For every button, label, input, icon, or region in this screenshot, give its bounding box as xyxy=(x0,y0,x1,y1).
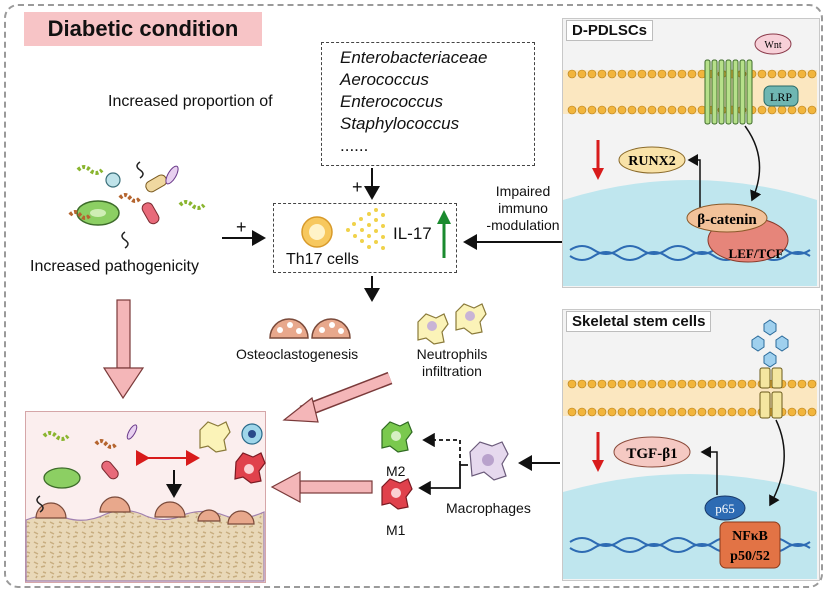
beta-catenin-icon: β-catenin xyxy=(686,203,768,233)
m2-cell-icon xyxy=(381,421,413,453)
title-badge: Diabetic condition xyxy=(24,12,262,46)
receptor-icon xyxy=(759,367,783,419)
lef-tcf-label: LEF/TCF xyxy=(729,246,784,261)
bacteria-ellipsis: ...... xyxy=(340,136,369,155)
immuno-label: Impaired immuno -modulation xyxy=(478,183,568,234)
plus-sign: + xyxy=(352,177,363,197)
bacteria-cluster-icon xyxy=(68,161,206,249)
neutrophils-line: Neutrophils xyxy=(416,346,488,362)
niche-bacteria-icon xyxy=(36,424,138,513)
m2-label: M2 xyxy=(386,463,406,479)
wnt-icon: Wnt xyxy=(754,33,792,55)
bacteria-item: Aerococcus xyxy=(340,70,429,89)
il17-dots-icon xyxy=(346,208,385,250)
runx2-icon: RUNX2 xyxy=(618,146,686,174)
beta-catenin-label: β-catenin xyxy=(697,212,757,228)
p65-icon: p65 xyxy=(704,495,746,521)
arrow xyxy=(769,419,785,507)
down-arrow-icon xyxy=(592,168,604,180)
nfkb-icon: NFκB p50/52 xyxy=(719,521,781,569)
neutrophils-line: infiltration xyxy=(422,363,482,379)
immuno-line: -modulation xyxy=(486,217,560,233)
osteoclast-icon xyxy=(269,318,351,339)
tgf-beta1-icon: TGF-β1 xyxy=(613,436,691,468)
bacteria-list-box: Enterobacteriaceae Aerococcus Enterococc… xyxy=(321,42,535,166)
neutrophils-label: Neutrophils infiltration xyxy=(412,346,492,380)
pink-arrow-icon xyxy=(282,371,393,423)
niche-immune-cells-icon xyxy=(199,421,266,484)
il17-label: IL-17 xyxy=(393,224,432,243)
osteoclast-label: Osteoclastogenesis xyxy=(236,346,359,362)
arrow xyxy=(418,464,468,496)
outer-frame xyxy=(4,4,823,588)
ssc-title: Skeletal stem cells xyxy=(566,311,712,332)
m1-cell-icon xyxy=(381,478,413,510)
th17-box xyxy=(273,203,457,273)
pink-arrow-icon xyxy=(102,299,145,400)
down-arrow-icon xyxy=(592,460,604,472)
immuno-line: Impaired xyxy=(495,183,551,199)
frizzled-receptor-icon xyxy=(704,59,753,125)
macrophage-icon xyxy=(469,441,509,481)
glucose-ligand-icon xyxy=(751,319,789,368)
arrow xyxy=(687,154,701,210)
plus-sign: + xyxy=(236,217,247,237)
pathogenicity-label: Increased pathogenicity xyxy=(30,258,199,275)
neutrophil-icon xyxy=(417,303,487,345)
th17-cell-icon xyxy=(301,216,333,248)
bacteria-item: Staphylococcus xyxy=(340,114,460,133)
lrp-label: LRP xyxy=(770,90,792,104)
wnt-label: Wnt xyxy=(764,40,781,51)
page-title: Diabetic condition xyxy=(47,16,239,41)
th17-label: Th17 cells xyxy=(286,251,359,268)
immuno-line: immuno xyxy=(498,200,548,216)
p65-label: p65 xyxy=(715,501,735,516)
arrow xyxy=(422,432,461,465)
macrophages-label: Macrophages xyxy=(446,500,531,516)
p5052-label: p50/52 xyxy=(730,549,770,564)
nfkb-label: NFκB xyxy=(732,529,768,544)
arrow xyxy=(700,446,718,495)
pink-arrow-icon xyxy=(270,470,373,504)
arrow xyxy=(744,125,762,202)
up-arrow-icon xyxy=(437,210,451,258)
dpdlsc-title: D-PDLSCs xyxy=(566,20,654,41)
bacteria-intro: Increased proportion of xyxy=(108,93,273,110)
m1-label: M1 xyxy=(386,522,406,538)
bacteria-item: Enterobacteriaceae xyxy=(340,48,488,67)
bacteria-item: Enterococcus xyxy=(340,92,443,111)
tgf-label: TGF-β1 xyxy=(626,446,677,462)
lrp-icon: LRP xyxy=(763,85,799,107)
runx2-label: RUNX2 xyxy=(628,154,675,169)
